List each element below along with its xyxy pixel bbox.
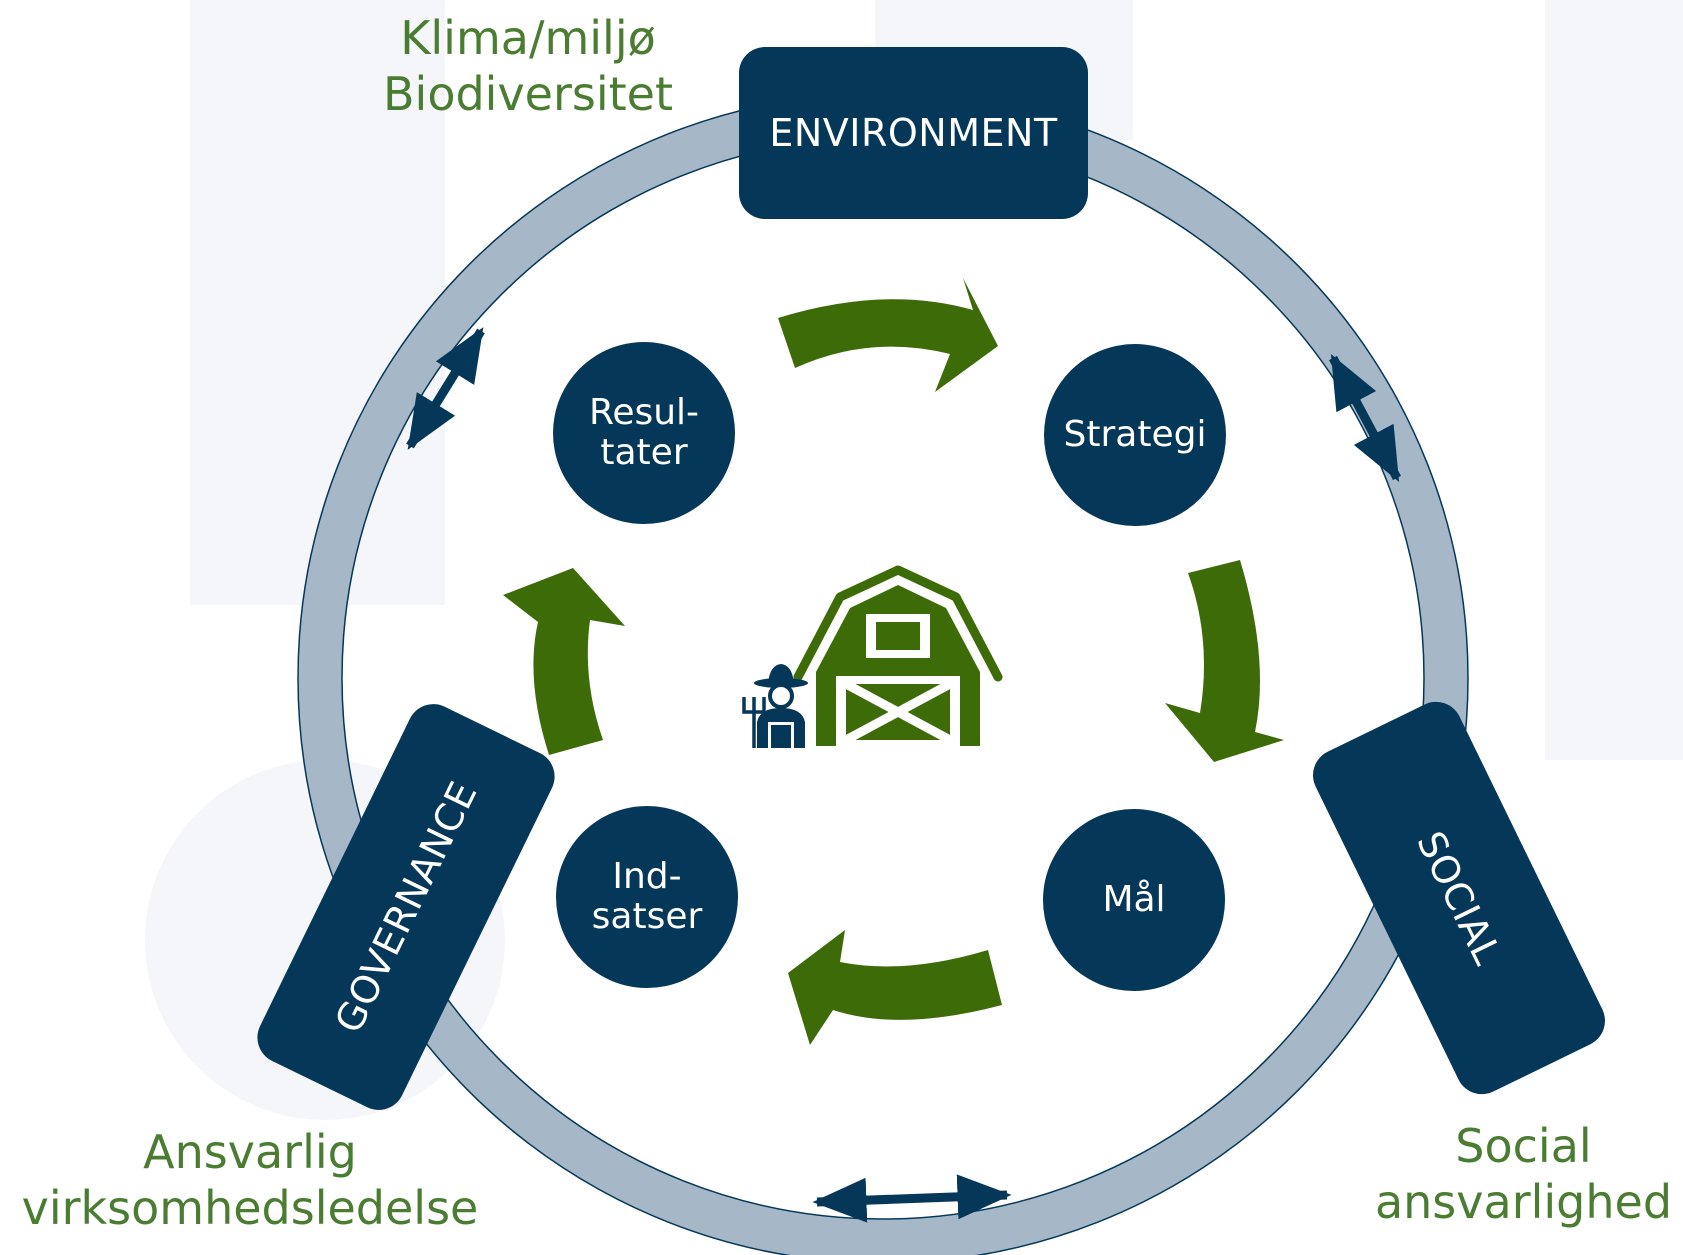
background-block-right [1545, 0, 1683, 760]
governance-caption-line: virksomhedsledelse [21, 1181, 479, 1235]
node-strategi: Strategi [1044, 344, 1226, 526]
node-resultater-line: Resul- [588, 392, 700, 433]
node-maal-line: Mål [1102, 879, 1166, 920]
pitchfork-icon [742, 697, 766, 748]
curved-arrow-icon [788, 930, 1002, 1045]
social-caption-line: Social [1455, 1119, 1592, 1173]
curved-arrow-icon [778, 278, 998, 392]
node-indsatser-line: Ind- [612, 856, 682, 897]
farmer-icon [754, 664, 808, 748]
node-strategi-line: Strategi [1063, 414, 1207, 455]
governance-caption: Ansvarlig virksomhedsledelse [0, 1124, 500, 1236]
node-resultater: Resul- tater [553, 342, 735, 524]
double-arrow-icon [812, 1174, 1012, 1223]
node-indsatser-line: satser [591, 896, 703, 937]
social-label: SOCIAL [1408, 824, 1510, 972]
node-indsatser: Ind- satser [556, 806, 738, 988]
curved-arrow-icon [503, 568, 625, 755]
environment-caption: Klima/miljø Biodiversitet [378, 10, 678, 122]
background-block-left [190, 0, 445, 605]
barn-icon [793, 565, 1003, 746]
node-resultater-line: tater [600, 432, 688, 473]
environment-caption-line: Klima/miljø [400, 11, 656, 65]
environment-caption-line: Biodiversitet [382, 67, 673, 121]
double-arrow-icon [406, 327, 485, 450]
double-arrow-icon [1329, 354, 1401, 482]
social-caption-line: ansvarlighed [1374, 1175, 1673, 1229]
environment-box: ENVIRONMENT [739, 47, 1088, 219]
environment-label: ENVIRONMENT [769, 111, 1058, 155]
governance-caption-line: Ansvarlig [143, 1125, 357, 1179]
node-maal: Mål [1043, 809, 1225, 991]
social-caption: Social ansvarlighed [1366, 1118, 1681, 1230]
curved-arrow-icon [1165, 560, 1284, 762]
